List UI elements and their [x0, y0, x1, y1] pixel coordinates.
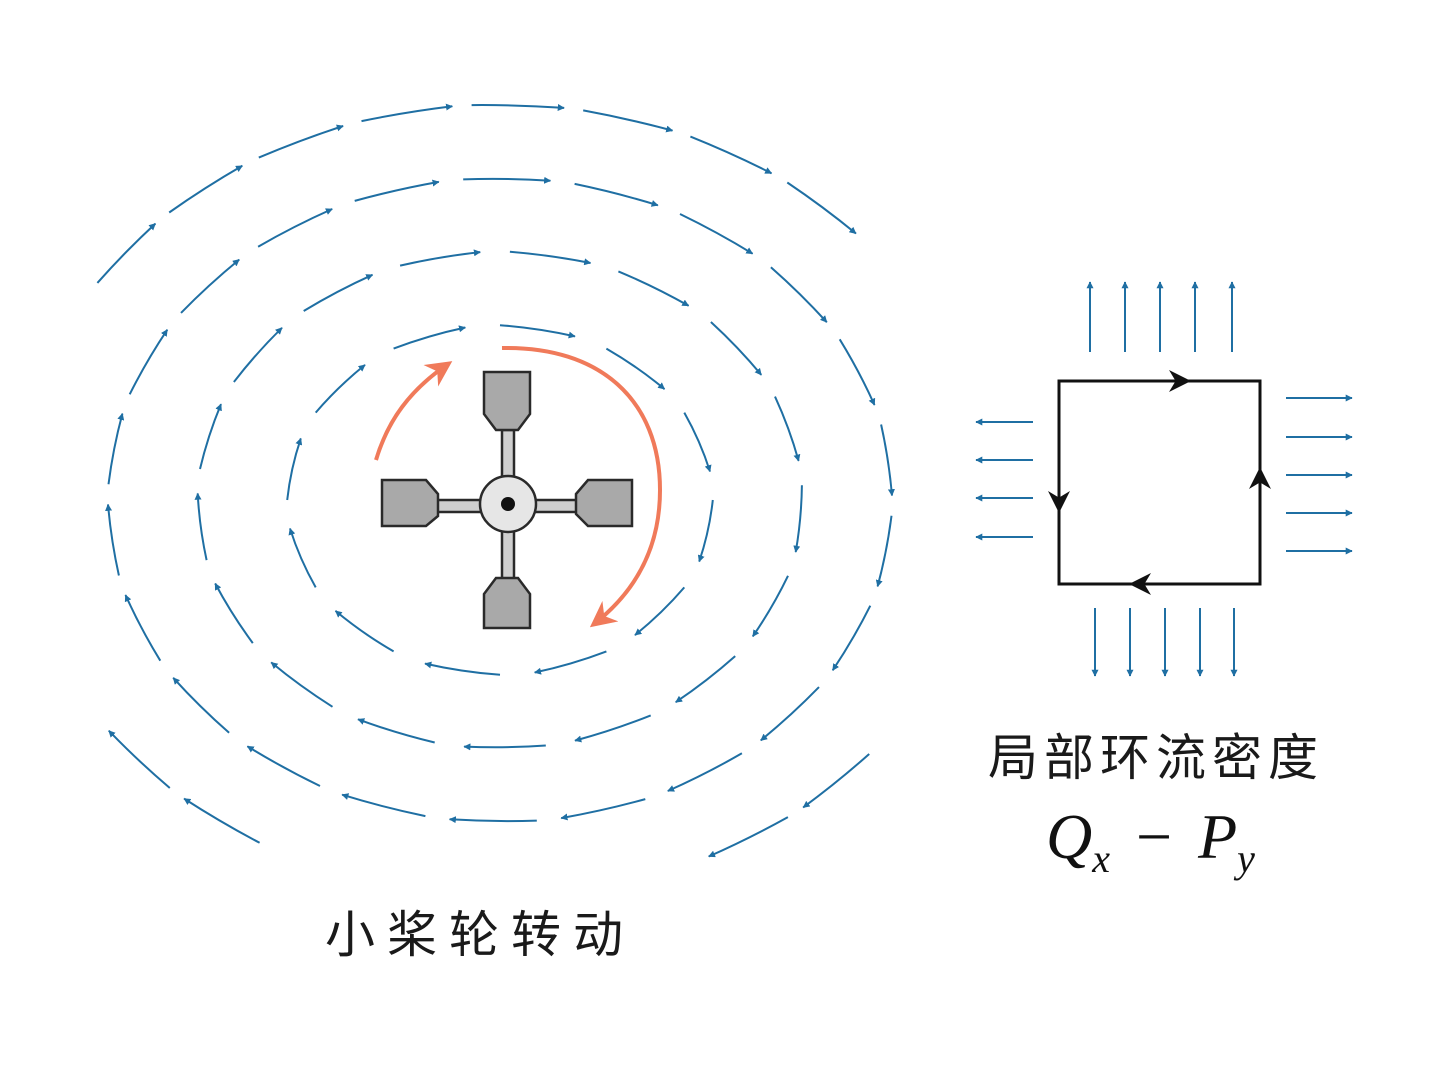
flow-arrow-icon: [393, 325, 466, 350]
flow-arrow-icon: [107, 412, 125, 485]
flow-arrow-icon: [314, 364, 366, 414]
flow-arrow-icon: [683, 412, 712, 473]
flow-arrow-icon: [605, 347, 666, 390]
circulation-loop: [1048, 370, 1271, 595]
flux-arrows: [975, 281, 1353, 677]
flow-arrow-icon: [690, 135, 773, 175]
flow-arrow-icon: [172, 677, 230, 734]
flow-arrow-icon: [560, 798, 646, 821]
flow-arrow-icon: [168, 164, 243, 214]
flow-arrow-icon: [463, 743, 546, 751]
flow-arrow-icon: [399, 249, 481, 267]
flow-arrow-icon: [786, 181, 857, 235]
flow-arrow-icon: [509, 250, 592, 266]
rotation-arrow-left-icon: [374, 361, 453, 461]
circulation-caption: 局部环流密度: [988, 729, 1324, 787]
formula-q: Q: [1046, 801, 1093, 872]
flow-arrow-icon: [793, 485, 803, 553]
flow-arrow-icon: [838, 338, 876, 406]
flow-arrow-icon: [774, 396, 801, 462]
circulation-formula: Qx−Py: [1046, 800, 1255, 882]
flow-arrow-icon: [258, 124, 344, 159]
flow-arrow-icon: [667, 752, 743, 792]
flow-arrow-icon: [710, 321, 763, 376]
flow-arrow-icon: [286, 437, 303, 501]
flow-arrow-icon: [534, 650, 607, 675]
flow-arrow-icon: [802, 753, 870, 809]
flow-arrow-icon: [770, 266, 828, 323]
flow-arrow-icon: [875, 515, 893, 588]
formula-q-subscript: x: [1092, 836, 1110, 881]
flow-arrow-icon: [708, 816, 789, 858]
formula-minus: −: [1135, 801, 1173, 872]
flow-arrow-icon: [257, 208, 333, 248]
flow-arrow-icon: [96, 222, 157, 284]
flow-arrow-icon: [288, 527, 317, 588]
formula-p-subscript: y: [1237, 836, 1255, 881]
rotation-arrow: [374, 345, 663, 628]
flow-arrow-icon: [618, 270, 690, 307]
flow-arrow-icon: [499, 324, 576, 339]
flow-arrow-icon: [214, 582, 254, 644]
flow-arrow-icon: [105, 503, 120, 576]
flow-arrow-icon: [583, 109, 674, 133]
flow-arrow-icon: [751, 575, 789, 637]
flow-arrow-icon: [675, 655, 736, 704]
flow-arrow-icon: [634, 586, 686, 636]
flow-arrow-icon: [574, 714, 652, 743]
flow-arrow-icon: [341, 793, 426, 818]
flow-arrow-icon: [128, 329, 169, 395]
flow-arrow-icon: [183, 797, 261, 844]
flow-arrow-icon: [233, 327, 283, 383]
flow-arrow-icon: [334, 610, 395, 653]
loop-square: [1057, 379, 1262, 586]
flow-arrow-icon: [760, 686, 820, 742]
flow-arrow-icon: [679, 213, 754, 255]
flow-arrow-icon: [199, 403, 222, 470]
flow-arrow-icon: [697, 499, 714, 563]
paddle-wheel-icon: [380, 370, 634, 630]
flow-arrow-icon: [424, 661, 501, 676]
flow-arrow-icon: [108, 730, 171, 789]
flow-arrow-icon: [354, 179, 440, 202]
flow-arrow-icon: [194, 492, 208, 561]
formula-p: P: [1198, 801, 1238, 872]
flow-arrow-icon: [124, 594, 162, 662]
vector-field: [96, 103, 895, 858]
flow-arrow-icon: [361, 103, 453, 123]
flow-arrow-icon: [357, 718, 435, 744]
flow-arrow-icon: [270, 661, 334, 708]
flow-arrow-icon: [180, 258, 240, 314]
flow-arrow-icon: [831, 605, 872, 671]
paddle-caption: 小桨轮转动: [325, 906, 635, 964]
flow-arrow-icon: [471, 103, 565, 111]
flow-arrow-icon: [463, 176, 552, 184]
flow-arrow-icon: [303, 273, 374, 312]
flow-arrow-icon: [448, 816, 537, 824]
rotation-arrow-right-icon: [501, 345, 663, 628]
flow-arrow-icon: [246, 745, 321, 787]
flow-arrow-icon: [880, 424, 895, 497]
flow-arrow-icon: [574, 182, 659, 207]
